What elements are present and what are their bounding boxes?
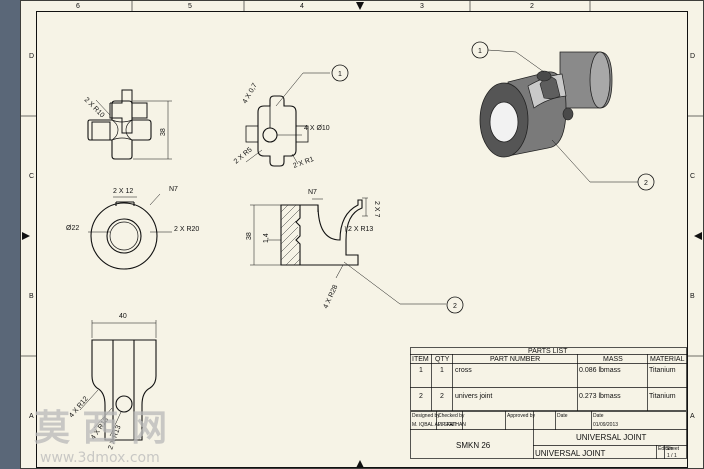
leaders-isometric [487, 49, 638, 183]
parts-row1-material: Titanium [649, 367, 676, 374]
balloon-2-iso: 2 [637, 173, 655, 191]
iso-bore [489, 101, 519, 143]
zone-ticks-side [21, 115, 703, 357]
drawing-title-1: UNIVERSAL JOINT [576, 433, 646, 442]
dim-n7-b: N7 [308, 189, 317, 196]
label-designed-by: Designed by [412, 413, 440, 419]
parts-row1-qty: 1 [440, 367, 444, 374]
value-designed-by: M. IQBAL ALIF FATHAN [412, 422, 466, 428]
value-sheet: 1 / 1 [667, 453, 677, 459]
label-approved-by: Approved by [507, 413, 536, 419]
iso-right-end [589, 51, 611, 109]
parts-row2-item: 2 [419, 393, 423, 400]
zone-row-a-right: A [690, 413, 695, 420]
center-mark-bottom-icon [356, 460, 364, 468]
section-hatching [280, 204, 301, 266]
dim-2x7: 2 X 7 [373, 201, 380, 217]
view-isometric [479, 51, 613, 158]
parts-header-qty: QTY [435, 356, 450, 363]
zone-col-2: 2 [530, 3, 534, 10]
center-mark-top-icon [356, 2, 364, 10]
label-date-2: Date [593, 413, 604, 419]
balloon-2-section: 2 [446, 296, 464, 314]
cross-side-keys [245, 106, 309, 143]
parts-row1-mass: 0.086 lbmass [579, 367, 621, 374]
view-yoke-section [280, 199, 363, 266]
dim-lines-cross-side [245, 72, 330, 165]
iso-pin-top [536, 70, 552, 82]
view-yoke-side [91, 339, 157, 441]
dim-lines-yoke-side [79, 320, 157, 437]
zone-row-c-right: C [690, 173, 695, 180]
zone-col-5: 5 [188, 3, 192, 10]
svg-text:2: 2 [453, 303, 457, 310]
center-mark-right-icon [694, 232, 702, 240]
drawing-title-2: UNIVERSAL JOINT [535, 449, 605, 458]
label-date-1: Date [557, 413, 568, 419]
svg-text:1: 1 [338, 71, 342, 78]
dim-4xd10: 4 X Ø10 [304, 125, 330, 132]
parts-header-item: ITEM [412, 356, 429, 363]
zone-row-b-left: B [29, 293, 34, 300]
parts-row2-mass: 0.273 lbmass [579, 393, 621, 400]
drawing-code: SMKN 26 [456, 441, 491, 450]
iso-pin-side [562, 107, 574, 121]
parts-row2-part: univers joint [455, 393, 492, 400]
dim-2xr13: 2 X R13 [348, 226, 373, 233]
zone-row-d-right: D [690, 53, 695, 60]
value-checked-by: P. SIGIT [438, 422, 457, 428]
parts-row1-item: 1 [419, 367, 423, 374]
dim-14: 1,4 [263, 233, 270, 243]
zone-col-3: 3 [420, 3, 424, 10]
dim-2x12: 2 X 12 [113, 188, 133, 195]
label-checked-by: Checked by [438, 413, 465, 419]
dim-2xr20: 2 X R20 [174, 226, 199, 233]
zone-ticks-top [131, 1, 591, 11]
parts-header-part-number: PART NUMBER [490, 356, 540, 363]
parts-header-material: MATERIAL [650, 356, 685, 363]
parts-row1-part: cross [455, 367, 472, 374]
parts-row2-qty: 2 [440, 393, 444, 400]
dim-lines-cross-front [95, 99, 172, 160]
zone-row-a-left: A [29, 413, 34, 420]
label-edition: Edition [658, 446, 674, 452]
zone-row-b-right: B [690, 293, 695, 300]
value-date: 01/09/2013 [593, 422, 618, 428]
dim-40: 40 [119, 313, 127, 320]
view-cross-front [87, 89, 152, 160]
watermark-url: www.3dmox.com [40, 450, 160, 466]
parts-list-table [410, 347, 687, 411]
center-mark-left-icon [22, 232, 30, 240]
parts-row2-material: Titanium [649, 393, 676, 400]
parts-header-mass: MASS [603, 356, 623, 363]
balloon-1-iso: 1 [471, 41, 489, 59]
zone-row-d-left: D [29, 53, 34, 60]
dim-38-left: 38 [160, 128, 167, 136]
balloon-1-top: 1 [331, 64, 349, 82]
svg-text:1: 1 [478, 48, 482, 55]
dim-n7-a: N7 [169, 186, 178, 193]
zone-col-4: 4 [300, 3, 304, 10]
parts-list-title: PARTS LIST [528, 348, 568, 355]
zone-col-6: 6 [76, 3, 80, 10]
svg-text:2: 2 [644, 180, 648, 187]
zone-row-c-left: C [29, 173, 34, 180]
dim-38-section: 38 [246, 232, 253, 240]
watermark-chinese: 莫 西 网 [34, 408, 167, 449]
label-sheet: Sheet [666, 446, 680, 452]
view-yoke-top [90, 201, 158, 270]
dim-d22: Ø22 [66, 225, 79, 232]
title-block [410, 411, 687, 459]
dim-lines-yoke-top [88, 193, 172, 233]
dim-lines-yoke-section [250, 197, 446, 305]
